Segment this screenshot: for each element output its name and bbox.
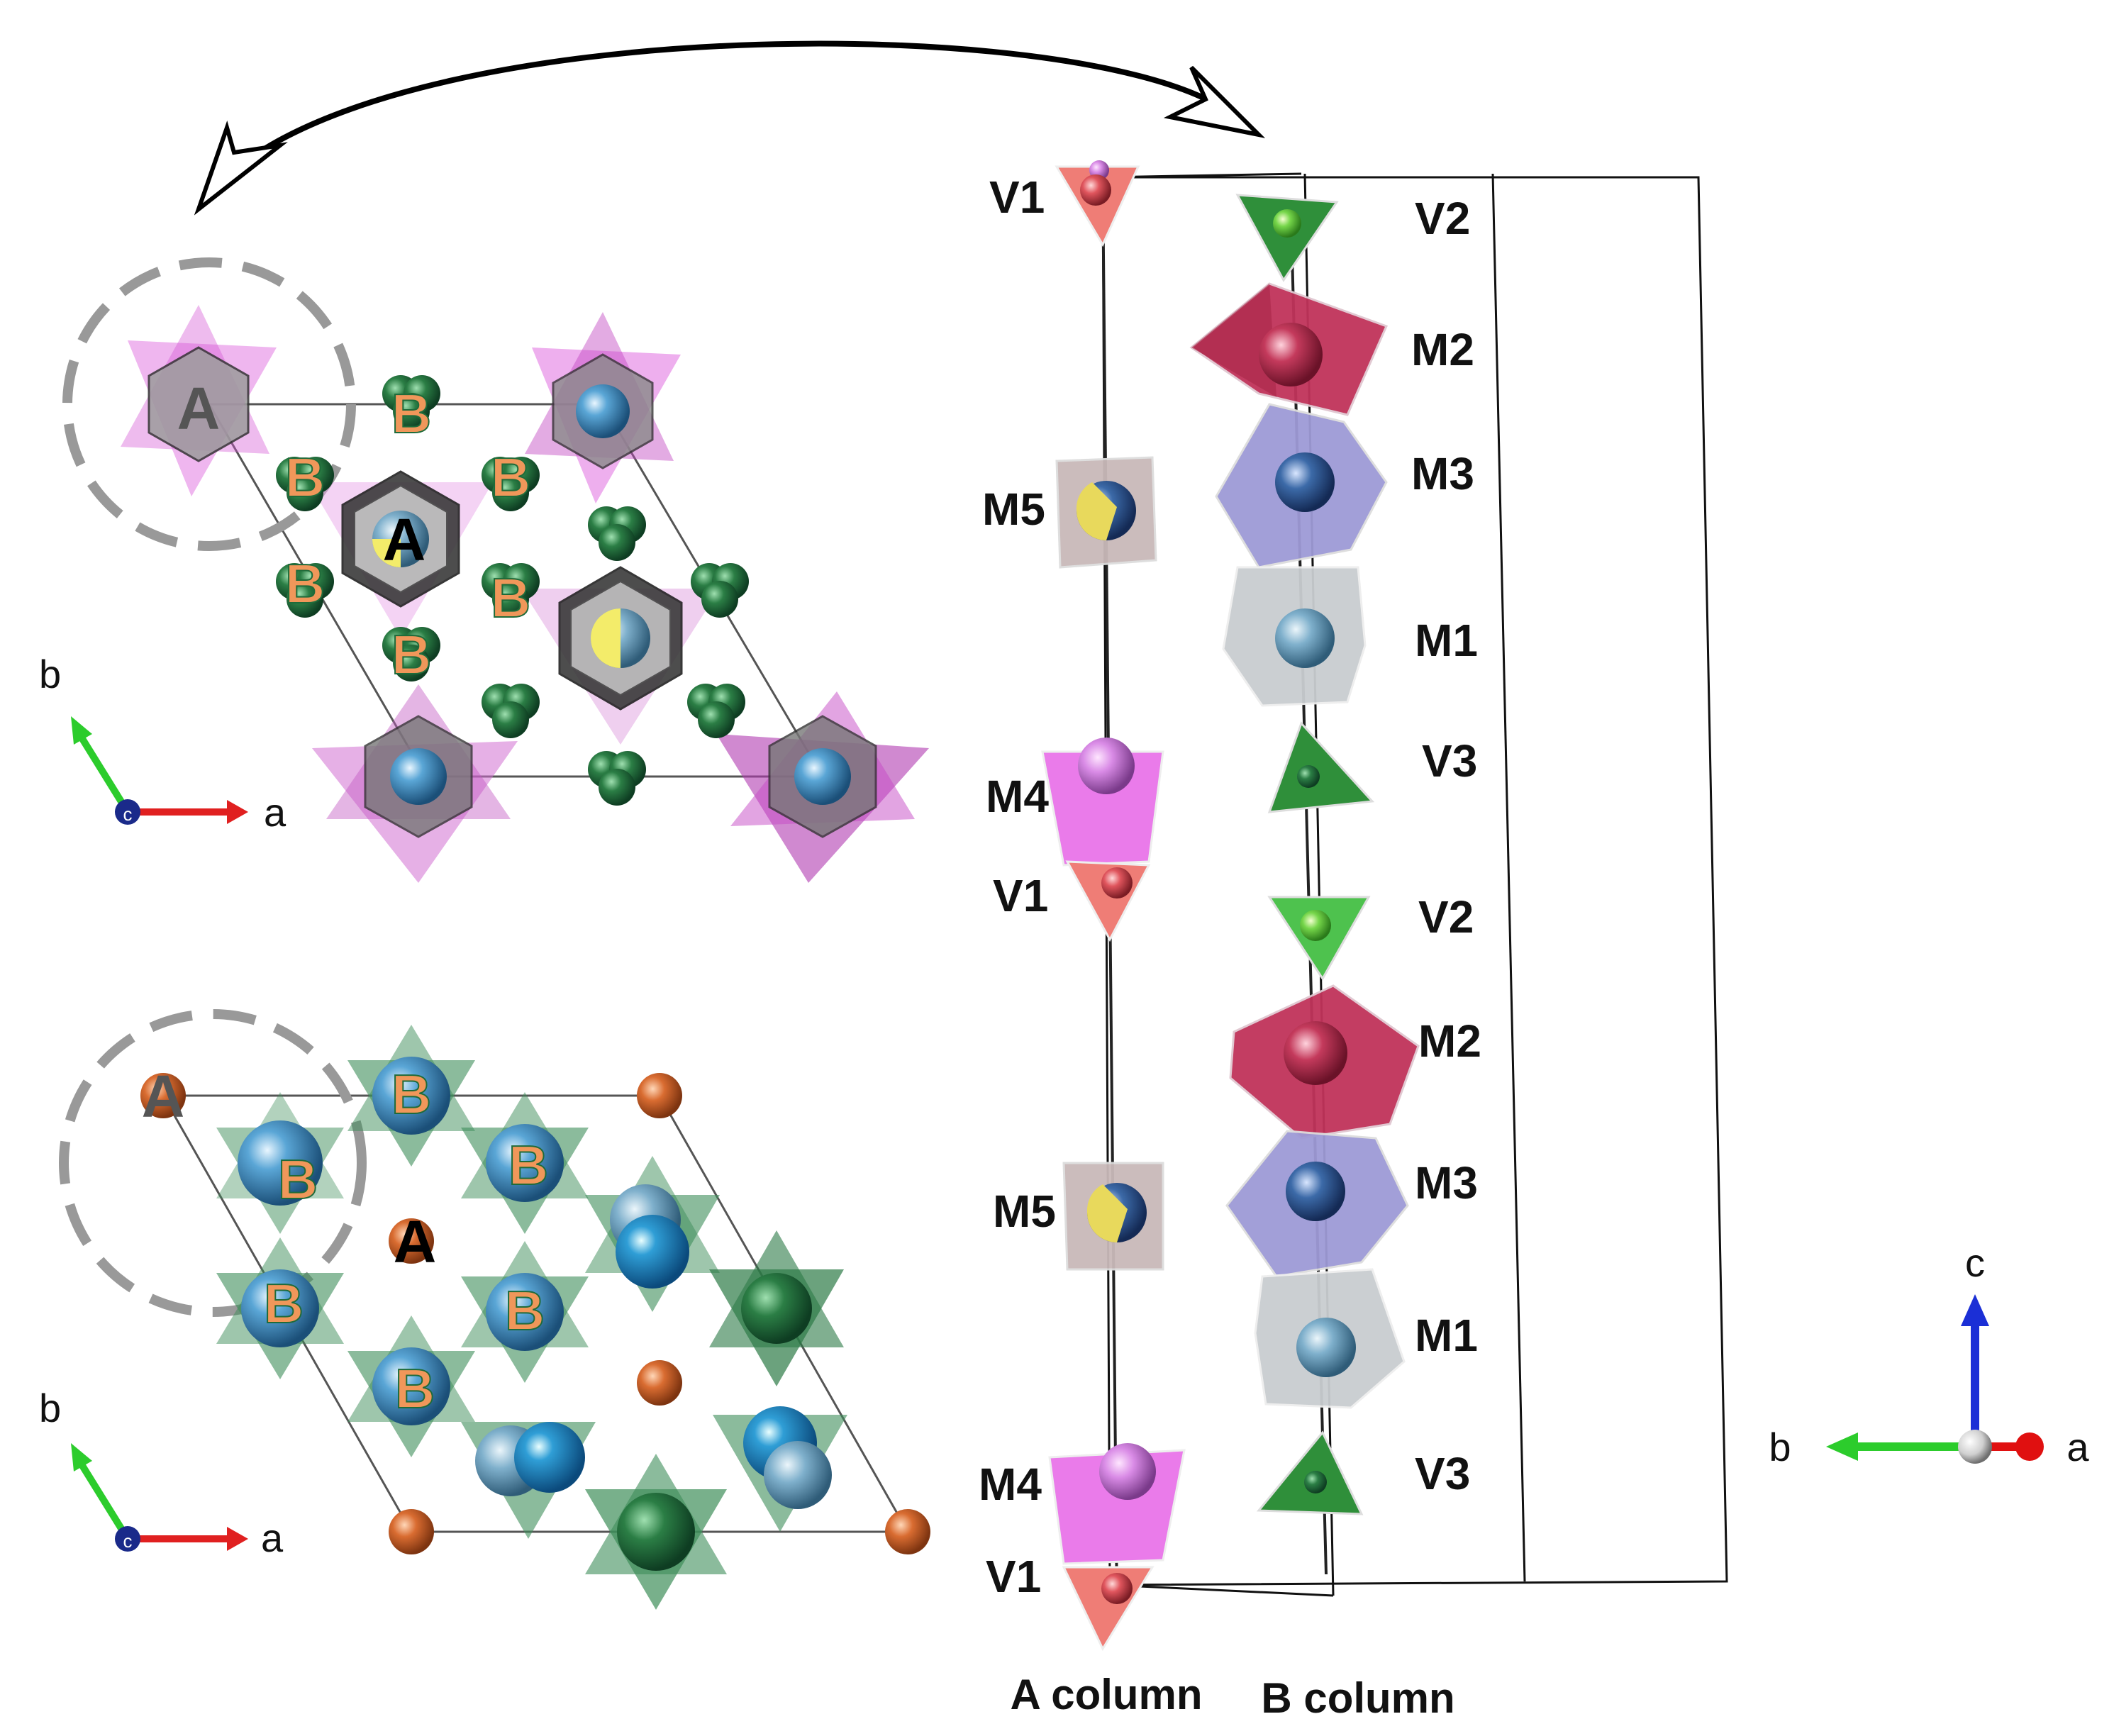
site-label-m5-2: M5 [993, 1186, 1056, 1237]
site-label-m3-2: M3 [1415, 1157, 1478, 1208]
site-label-m1-2: M1 [1415, 1310, 1478, 1361]
site-label-m3-1: M3 [1411, 448, 1474, 499]
label-a-bottom-2: A [394, 1208, 437, 1275]
axis-label-b-bottom: b [39, 1386, 61, 1430]
b-column-polyhedra [1189, 194, 1420, 1515]
label-b-bottom-6: B [395, 1357, 435, 1420]
axis-label-b-top: b [39, 652, 61, 696]
label-b-bottom-4: B [264, 1272, 304, 1335]
site-label-m4-2: M4 [979, 1459, 1042, 1510]
site-label-m2-1: M2 [1411, 324, 1474, 375]
green-atom-clusters-top [276, 375, 749, 806]
top-projection: A A B B B B B B c a b [39, 257, 929, 883]
axes-triad-top: c a b [39, 652, 286, 835]
b-site-clusters-bottom [216, 1025, 847, 1610]
dashed-circle-bottom [59, 1009, 367, 1317]
site-label-v2-1: V2 [1415, 193, 1470, 244]
site-label-v3-1: V3 [1422, 735, 1477, 786]
axis-label-a-right: a [2066, 1425, 2089, 1469]
caption-a-column: A column [1010, 1671, 1202, 1718]
label-b-top-1: B [391, 382, 431, 445]
label-b-top-4: B [285, 552, 325, 615]
label-b-top-3: B [491, 446, 530, 508]
site-label-m2-2: M2 [1418, 1016, 1481, 1067]
svg-text:c: c [123, 1530, 133, 1552]
label-b-top-5: B [491, 567, 530, 629]
orange-atoms-bottom [140, 1073, 930, 1554]
label-a-bottom-1: A [142, 1063, 185, 1130]
unit-cell-column [1101, 172, 1728, 1597]
column-view: V2 M2 M3 M1 V3 V2 M2 M3 M1 V3 V1 M5 M4 V… [979, 160, 2089, 1722]
double-arrow [194, 40, 1266, 216]
caption-b-column: B column [1261, 1674, 1454, 1722]
site-label-v2-2: V2 [1418, 891, 1474, 942]
label-b-bottom-5: B [505, 1279, 545, 1342]
site-label-m1-1: M1 [1415, 615, 1478, 666]
axis-label-a-top: a [264, 790, 286, 835]
site-label-m4-1: M4 [986, 771, 1049, 822]
axis-label-c-right: c [1965, 1240, 1985, 1285]
a-column-polyhedra [1041, 160, 1186, 1652]
site-label-v3-2: V3 [1415, 1448, 1470, 1499]
label-a-top-2: A [383, 506, 426, 573]
site-label-v1-2: V1 [993, 870, 1048, 921]
svg-text:c: c [123, 803, 133, 825]
label-b-bottom-2: B [278, 1148, 318, 1211]
label-b-bottom-1: B [391, 1063, 431, 1125]
label-b-top-2: B [285, 446, 325, 508]
axis-label-a-bottom: a [261, 1515, 284, 1560]
label-b-top-6: B [391, 623, 431, 686]
dashed-circle-top [62, 257, 356, 551]
label-b-bottom-3: B [508, 1134, 548, 1196]
axes-triad-bottom: c a b [39, 1386, 284, 1560]
site-label-v1-3: V1 [986, 1551, 1041, 1602]
bottom-projection: A A B B B B B B c a b [39, 1009, 930, 1610]
axes-triad-right: c b a [1769, 1240, 2089, 1469]
site-label-m5-1: M5 [982, 484, 1045, 535]
a-site-polyhedra-top [121, 305, 929, 883]
axis-label-b-right: b [1769, 1425, 1791, 1469]
label-a-top-1: A [177, 375, 221, 442]
site-label-v1-1: V1 [989, 172, 1045, 223]
